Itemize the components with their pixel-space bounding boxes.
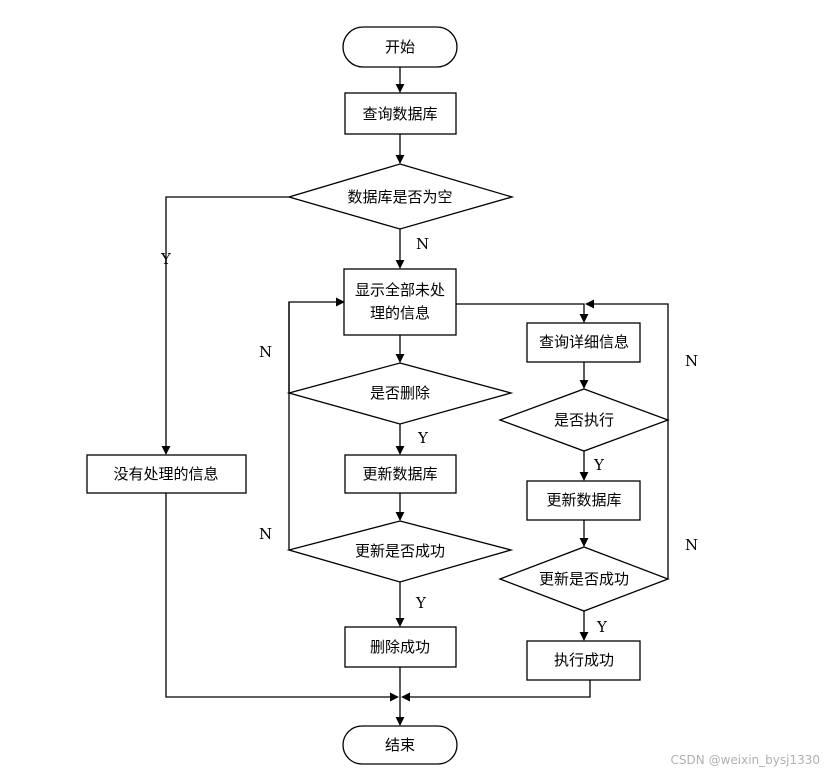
edge-execute-ok-to-join xyxy=(401,680,591,702)
node-texts: 开始 查询数据库 数据库是否为空 显示全部未处 理的信息 没有处理的信息 是否删… xyxy=(113,38,629,754)
delete-decision-label: 是否删除 xyxy=(370,384,430,402)
update-ok-left-label: 更新是否成功 xyxy=(355,542,445,560)
label-update-right-yes: Y xyxy=(596,618,608,636)
db-empty-label: 数据库是否为空 xyxy=(347,188,452,206)
edge-delete-check-no xyxy=(288,297,345,393)
delete-decision xyxy=(286,362,514,425)
delete-ok-label: 删除成功 xyxy=(370,638,430,656)
show-unprocessed-box xyxy=(343,268,457,336)
label-empty-no: N xyxy=(416,235,429,253)
edge-empty-check-yes xyxy=(161,196,289,455)
db-empty-decision xyxy=(286,163,515,230)
edge-no-info-to-join xyxy=(165,493,399,702)
query-detail-box xyxy=(526,322,641,363)
no-unprocessed-label: 没有处理的信息 xyxy=(113,465,218,483)
execute-decision-label: 是否执行 xyxy=(554,411,614,429)
edge-labels: N Y N Y N Y N Y N Y xyxy=(160,235,698,636)
update-ok-right-decision xyxy=(498,546,670,612)
label-empty-yes: Y xyxy=(160,250,172,268)
delete-ok-box xyxy=(344,626,457,668)
start-label: 开始 xyxy=(385,38,415,56)
execute-decision xyxy=(498,388,670,452)
label-execute-yes: Y xyxy=(593,456,605,474)
connectors xyxy=(161,67,669,726)
update-db-left-label: 更新数据库 xyxy=(362,465,437,483)
show-unprocessed-label-line1: 显示全部未处 xyxy=(355,281,445,299)
edge-show-to-detail xyxy=(456,303,589,323)
update-ok-right-label: 更新是否成功 xyxy=(539,570,629,588)
edge-execute-check-no xyxy=(585,299,669,420)
query-db-label: 查询数据库 xyxy=(362,105,437,123)
update-ok-left-decision xyxy=(286,520,514,583)
no-unprocessed-box xyxy=(86,454,247,494)
label-delete-no: N xyxy=(259,343,272,361)
show-unprocessed-label-line2: 理的信息 xyxy=(370,304,430,322)
label-delete-yes: Y xyxy=(417,429,429,447)
update-db-right-label: 更新数据库 xyxy=(546,491,621,509)
query-db-box xyxy=(344,92,457,135)
update-db-left-box xyxy=(344,454,457,494)
end-label: 结束 xyxy=(385,736,415,754)
label-update-left-yes: Y xyxy=(415,594,427,612)
end-terminal xyxy=(342,725,458,765)
nodes xyxy=(86,26,670,765)
label-update-right-no: N xyxy=(685,536,698,554)
label-update-left-no: N xyxy=(259,525,272,543)
start-terminal xyxy=(342,26,458,68)
update-db-right-box xyxy=(526,480,641,521)
execute-ok-box xyxy=(526,640,641,681)
watermark: CSDN @weixin_bysj1330 xyxy=(671,753,820,767)
query-detail-label: 查询详细信息 xyxy=(539,333,629,351)
execute-ok-label: 执行成功 xyxy=(554,651,614,669)
label-execute-no: N xyxy=(685,352,698,370)
